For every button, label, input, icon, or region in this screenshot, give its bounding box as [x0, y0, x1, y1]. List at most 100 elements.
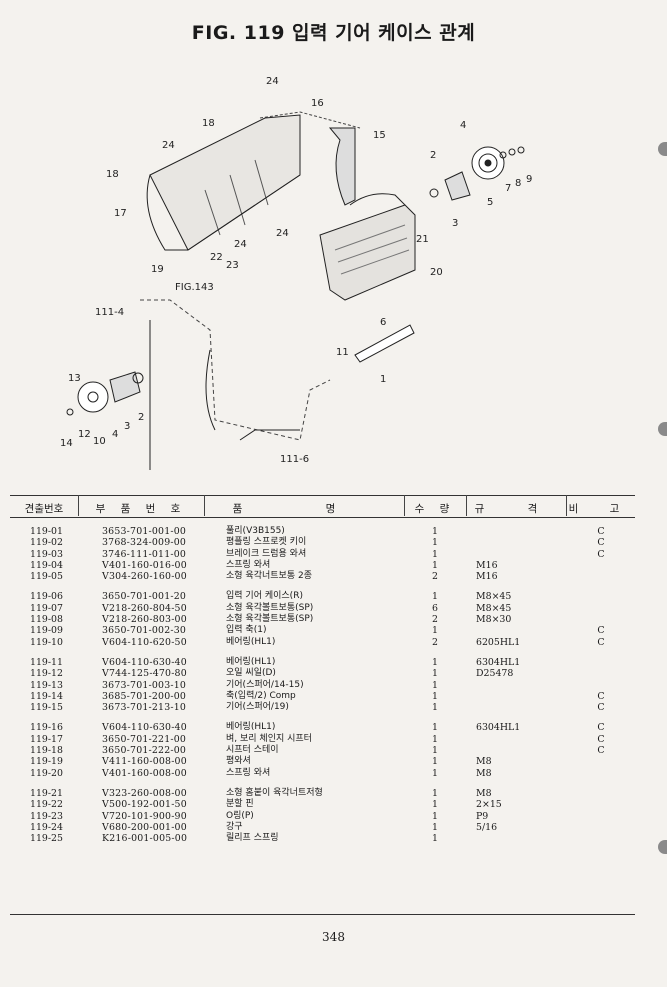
quantity: 1 [432, 787, 438, 799]
row-number: 119-07 [30, 602, 63, 614]
note: C [597, 690, 605, 702]
part-number: V604-110-630-40 [102, 722, 187, 734]
exploded-parts-diagram: 24 16 18 15 4 24 2 18 17 24 24 22 19 23 … [60, 76, 532, 470]
part-number: 3673-701-213-10 [102, 702, 187, 714]
part-number: 3650-701-222-00 [102, 745, 187, 757]
row-number: 119-06 [30, 591, 63, 603]
callout-label: 2 [138, 412, 144, 423]
part-name: 베어링(HL1) [226, 656, 276, 667]
part-name: 소형 육각너트보통 2종 [226, 571, 312, 582]
quantity: 1 [432, 745, 438, 757]
callout-label: 17 [114, 208, 127, 219]
callout-label: 22 [210, 252, 223, 263]
row-number: 119-04 [30, 559, 63, 571]
specification: M16 [476, 559, 498, 571]
row-number: 119-18 [30, 745, 63, 757]
callout-label: 5 [487, 197, 493, 208]
part-name: 평플링 스프로켓 키이 [226, 537, 307, 548]
quantity: 1 [432, 559, 438, 571]
specification: 6304HL1 [476, 722, 521, 734]
specification: 6205HL1 [476, 636, 521, 648]
part-name: 입력 축(1) [226, 625, 267, 636]
quantity: 1 [432, 591, 438, 603]
quantity: 6 [432, 602, 438, 614]
specification: M8×30 [476, 614, 512, 626]
callout-label: 15 [373, 130, 386, 141]
part-name: 축(입력/2) Comp [226, 690, 296, 701]
part-number: V323-260-008-00 [102, 787, 187, 799]
callout-label: 4 [112, 429, 118, 440]
part-name: 시프터 스테이 [226, 745, 279, 756]
callout-label: 111-6 [280, 454, 309, 465]
row-number: 119-23 [30, 810, 63, 822]
part-number: V744-125-470-80 [102, 668, 187, 680]
callout-label: 24 [266, 76, 279, 87]
quantity: 1 [432, 821, 438, 833]
row-number: 119-19 [30, 756, 63, 768]
quantity: 1 [432, 756, 438, 768]
part-number: 3650-701-221-00 [102, 733, 187, 745]
part-name: 베어링(HL1) [226, 636, 276, 647]
quantity: 1 [432, 548, 438, 560]
quantity: 1 [432, 668, 438, 680]
table-top-rule [10, 495, 635, 496]
quantity: 1 [432, 722, 438, 734]
part-name: 베어링(HL1) [226, 722, 276, 733]
part-number: V604-110-630-40 [102, 656, 187, 668]
quantity: 1 [432, 679, 438, 691]
note: C [597, 526, 605, 537]
callout-label: 24 [162, 140, 175, 151]
column-header-qty: 수 량 [414, 503, 456, 515]
column-header-name: 품 명 [232, 503, 376, 515]
callout-label: 18 [202, 118, 215, 129]
note: C [597, 548, 605, 560]
callout-label: FIG.143 [175, 282, 214, 293]
column-divider [78, 495, 79, 516]
quantity: 1 [432, 799, 438, 811]
column-divider [404, 495, 405, 516]
part-number: V401-160-008-00 [102, 767, 187, 779]
row-number: 119-10 [30, 636, 63, 648]
callout-label: 9 [526, 174, 532, 185]
page-title: FIG. 119 입력 기어 케이스 관계 [191, 22, 476, 44]
specification: M8 [476, 767, 492, 779]
row-number: 119-09 [30, 625, 63, 637]
quantity: 1 [432, 526, 438, 537]
part-name: 오일 씨일(D) [226, 668, 276, 679]
column-divider [566, 495, 567, 516]
column-divider [204, 495, 205, 516]
punch-hole [658, 142, 667, 156]
part-name: 평와셔 [226, 756, 251, 767]
part-number: 3650-701-002-30 [102, 625, 187, 637]
part-number: 3746-111-011-00 [102, 548, 187, 560]
callout-label: 4 [460, 120, 466, 131]
part-number: V411-160-008-00 [102, 756, 187, 768]
callout-label: 16 [311, 98, 324, 109]
row-number: 119-17 [30, 733, 63, 745]
note: C [597, 702, 605, 714]
row-number: 119-01 [30, 526, 63, 537]
punch-hole [658, 422, 667, 436]
part-name: 강구 [226, 821, 243, 832]
part-number: 3650-701-001-20 [102, 591, 187, 603]
callout-label: 7 [505, 183, 511, 194]
quantity: 2 [432, 571, 438, 583]
part-name: 소형 육각볼트보통(SP) [226, 614, 314, 625]
specification: M16 [476, 571, 498, 583]
quantity: 1 [432, 810, 438, 822]
row-number: 119-11 [30, 656, 63, 668]
